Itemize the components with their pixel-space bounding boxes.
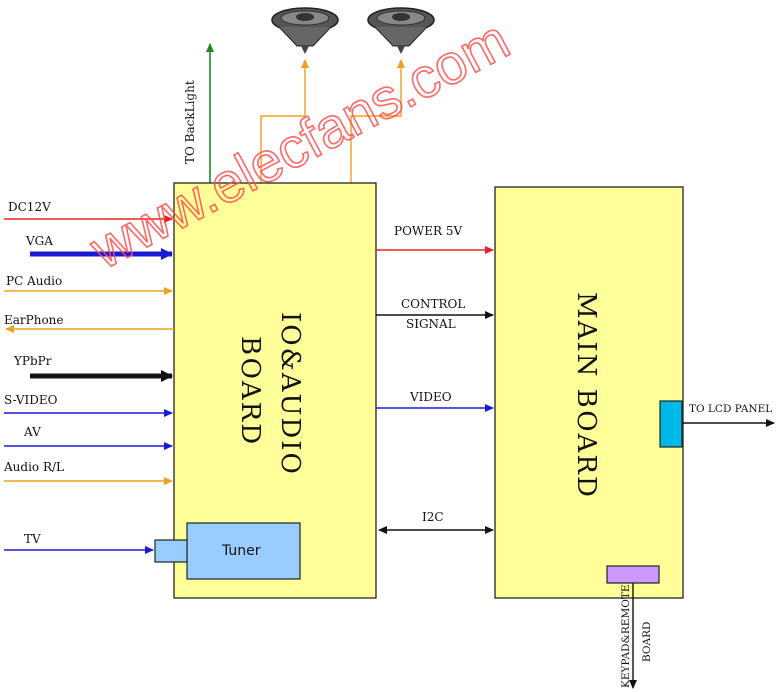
dc12v-label: DC12V bbox=[8, 200, 51, 214]
keypad-connector bbox=[606, 565, 660, 584]
tv-label: TV bbox=[24, 532, 41, 546]
speaker-lines bbox=[260, 59, 405, 183]
main-board-title: MAIN BOARD bbox=[571, 292, 601, 499]
svideo-label: S-VIDEO bbox=[4, 393, 58, 407]
earphone-label: EarPhone bbox=[4, 313, 64, 327]
tuner-connector bbox=[154, 539, 188, 563]
keypad-label-2: BOARD bbox=[641, 622, 653, 662]
power-5v-label: POWER 5V bbox=[394, 224, 462, 238]
lcd-connector bbox=[659, 400, 683, 448]
control-label-1: CONTROL bbox=[401, 297, 465, 311]
tuner-label: Tuner bbox=[221, 543, 261, 559]
tuner-box bbox=[186, 522, 301, 580]
i2c-label: I2C bbox=[422, 510, 444, 524]
ypbpr-label: YPbPr bbox=[13, 354, 52, 368]
speaker-right-icon bbox=[367, 7, 435, 54]
video-label: VIDEO bbox=[409, 390, 452, 404]
backlight-label: TO BackLight bbox=[183, 80, 197, 164]
keypad-label-1: KEYPAD&REMOTE bbox=[620, 585, 632, 689]
audio-rl-label: Audio R/L bbox=[3, 460, 64, 474]
control-label-2: SIGNAL bbox=[406, 317, 456, 331]
pc-audio-label: PC Audio bbox=[6, 274, 62, 288]
lcd-panel-label: TO LCD PANEL bbox=[689, 403, 772, 415]
speaker-left-icon bbox=[271, 7, 339, 54]
vga-label: VGA bbox=[25, 234, 53, 248]
av-label: AV bbox=[23, 425, 41, 439]
io-board-title-1: IO&AUDIO bbox=[275, 312, 305, 476]
main-board bbox=[494, 186, 684, 599]
io-board-title-2: BOARD bbox=[235, 336, 265, 446]
